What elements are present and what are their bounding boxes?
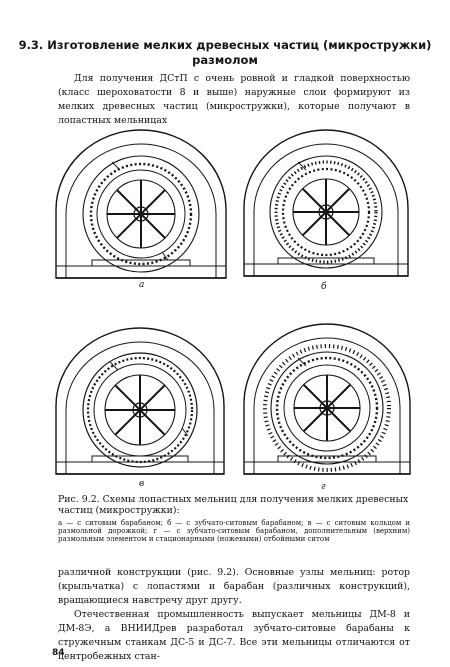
body-paragraph-1: различной конструкции (рис. 9.2). Основн…: [58, 567, 410, 606]
mill-diagram-a: [55, 129, 227, 279]
figure-label-b: б: [321, 282, 327, 292]
mill-diagram-b: [243, 129, 409, 277]
figure-label-a: а: [139, 280, 145, 290]
figure-caption: Рис. 9.2. Схемы лопастных мельниц для по…: [58, 494, 410, 516]
figure-legend: а — с ситовым барабаном; б — с зубчато-с…: [58, 519, 410, 543]
figure-mill-c: [52, 324, 228, 484]
intro-paragraph: Для получения ДСтП с очень ровной и глад…: [58, 73, 410, 126]
figure-label-d: г: [321, 482, 326, 492]
mill-diagram-d: [243, 323, 411, 475]
figure-mill-b: [240, 126, 412, 284]
body-paragraph-2: Отечественная промышленность выпускает м…: [58, 609, 410, 662]
figure-caption-title: Рис. 9.2. Схемы лопастных мельниц для по…: [58, 494, 409, 516]
figure-mill-a: [52, 126, 230, 288]
figure-label-c: в: [139, 479, 145, 489]
page-number: 84: [52, 648, 65, 658]
figure-mill-d: [240, 318, 414, 482]
section-title: 9.3. Изготовление мелких древесных части…: [18, 38, 432, 67]
mill-diagram-c: [55, 327, 225, 475]
